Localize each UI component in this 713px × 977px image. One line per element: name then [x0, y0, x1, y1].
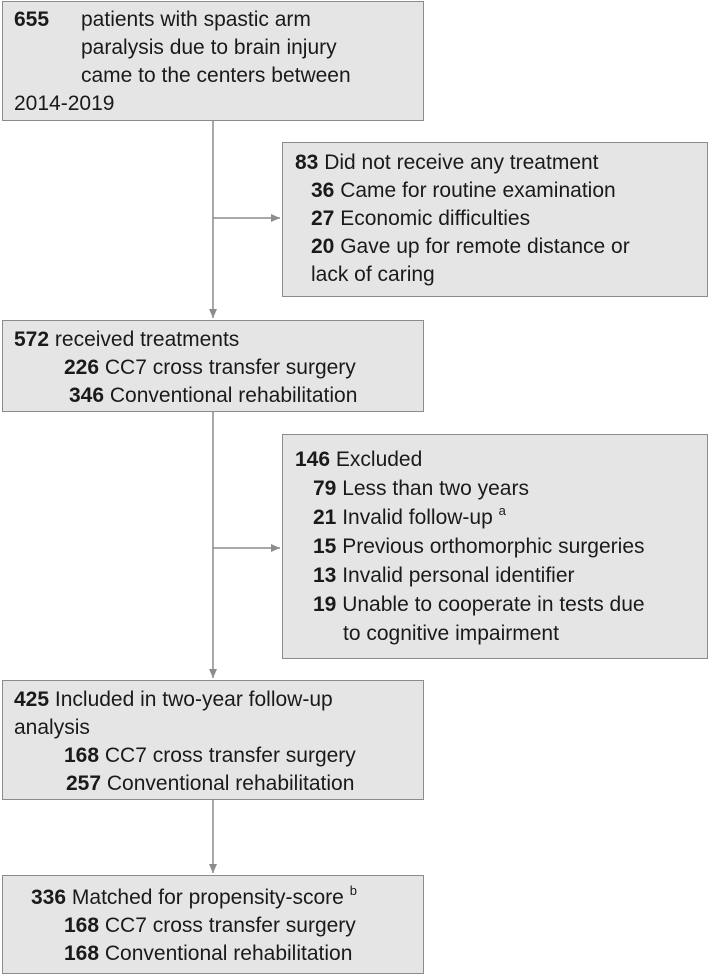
- box3-row: 572 received treatments: [14, 328, 240, 351]
- box5-row: 425 Included in two-year follow-up: [14, 688, 333, 711]
- box6-row: 336 Matched for propensity-score b: [31, 883, 357, 909]
- box2-row: 83 Did not receive any treatment: [295, 151, 599, 174]
- box-no-treatment: 83 Did not receive any treatment 36 Came…: [282, 142, 708, 297]
- box2-row: 27 Economic difficulties: [311, 207, 531, 230]
- box2-continuation: lack of caring: [311, 263, 435, 286]
- footnote-a: a: [498, 503, 506, 518]
- box-patients-total: 655 patients with spastic arm paralysis …: [2, 1, 424, 121]
- box1-count: 655: [14, 8, 50, 31]
- box2-row: 36 Came for routine examination: [311, 179, 616, 202]
- box4-row: 21 Invalid follow-up a: [313, 503, 506, 529]
- box2-row: 20 Gave up for remote distance or: [311, 235, 630, 258]
- box4-continuation: to cognitive impairment: [343, 622, 559, 645]
- box4-row: 19 Unable to cooperate in tests due: [313, 593, 645, 616]
- box-matched-propensity: 336 Matched for propensity-score b 168 C…: [2, 875, 424, 974]
- box-received-treatments: 572 received treatments 226 CC7 cross tr…: [2, 320, 424, 412]
- box1-line: came to the centers between: [81, 64, 351, 87]
- box4-row: 79 Less than two years: [313, 477, 529, 500]
- box5-row: 168 CC7 cross transfer surgery: [64, 744, 356, 767]
- box6-row: 168 Conventional rehabilitation: [64, 942, 353, 965]
- box1-line: paralysis due to brain injury: [81, 36, 337, 59]
- box4-row: 13 Invalid personal identifier: [313, 564, 575, 587]
- box5-continuation: analysis: [14, 716, 90, 739]
- box4-row: 15 Previous orthomorphic surgeries: [313, 535, 645, 558]
- box3-row: 346 Conventional rehabilitation: [69, 384, 358, 407]
- box5-row: 257 Conventional rehabilitation: [66, 772, 355, 795]
- box-included-followup: 425 Included in two-year follow-up analy…: [2, 680, 424, 800]
- box6-row: 168 CC7 cross transfer surgery: [64, 914, 356, 937]
- box3-row: 226 CC7 cross transfer surgery: [64, 356, 356, 379]
- box1-line: patients with spastic arm: [81, 8, 311, 31]
- box-excluded: 146 Excluded 79 Less than two years 21 I…: [282, 434, 708, 659]
- footnote-b: b: [349, 883, 357, 898]
- box4-row: 146 Excluded: [295, 448, 423, 471]
- box1-line: 2014-2019: [14, 92, 115, 115]
